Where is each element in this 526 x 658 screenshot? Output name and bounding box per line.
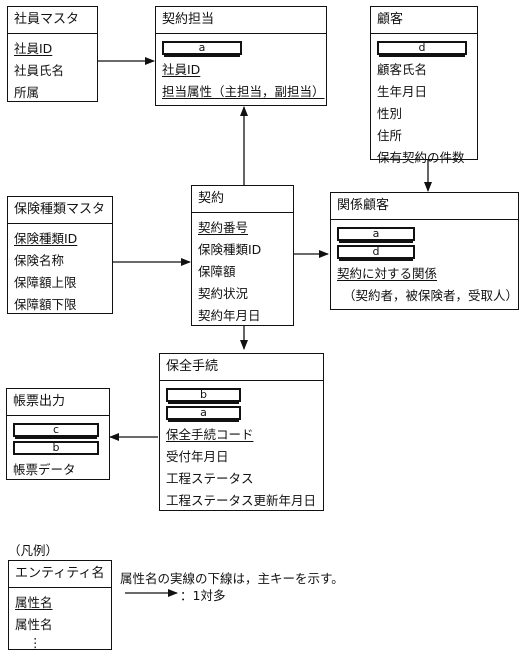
blank-slot-d: d [377,41,467,55]
legend-entity: エンティティ名 属性名 属性名 ⋮ [8,560,112,650]
attr-primary-key: 社員ID [162,62,201,77]
blank-slot-b: b [13,441,99,455]
attr: 保険種類ID [198,242,262,257]
entity-hoken-master: 保険種類マスタ 保険種類ID 保険名称 保障額上限 保障額下限 [7,196,113,314]
attr: 保障額 [198,264,236,279]
entity-title: 契約 [192,186,293,213]
attr: 契約年月日 [198,308,261,323]
entity-title: 社員マスタ [8,7,97,34]
entity-shain-master: 社員マスタ 社員ID 社員氏名 所属 [7,6,98,102]
entity-title: 関係顧客 [331,193,518,220]
attr: 保障額上限 [14,275,77,290]
blank-slot-d: d [337,245,415,259]
attr: 住所 [377,128,403,143]
entity-hozen-tetsuzuki: 保全手続 b a 保全手続コード 受付年月日 工程ステータス 工程ステータス更新… [159,353,324,511]
attr: 社員氏名 [14,63,65,78]
blank-slot-a: a [162,41,242,55]
blank-slot-a: a [337,227,415,241]
legend-attr-primary-key: 属性名 [15,595,53,610]
attr: 保障額下限 [14,297,77,312]
legend-note: 属性名の実線の下線は，主キーを示す。 [120,571,344,586]
attr-primary-key: 社員ID [14,41,53,56]
attr: 顧客氏名 [377,62,428,77]
entity-kankei-kokyaku: 関係顧客 a d 契約に対する関係 （契約者，被保険者，受取人） [330,192,519,310]
attr: 所属 [14,85,40,100]
attr-primary-key: 契約番号 [198,220,249,235]
blank-slot-b: b [166,388,241,402]
attr: 担当属性（主担当，副担当） [162,84,325,99]
attr: 工程ステータス [166,471,254,486]
attr: 契約状況 [198,286,249,301]
attr-primary-key: 保全手続コード [166,427,254,442]
attr: 生年月日 [377,84,428,99]
blank-slot-a: a [166,406,241,420]
attr: 工程ステータス更新年月日 [166,493,317,508]
entity-title: 顧客 [371,7,477,34]
attr-primary-key: 保険種類ID [14,231,78,246]
entity-title: 契約担当 [156,7,326,34]
blank-slot-c: c [13,423,99,437]
attr: （契約者，被保険者，受取人） [343,288,519,303]
legend-dots: ⋮ [29,635,42,650]
entity-keiyaku: 契約 契約番号 保険種類ID 保障額 契約状況 契約年月日 [191,185,294,326]
attr: 受付年月日 [166,449,229,464]
entity-title: 保険種類マスタ [8,197,112,224]
entity-title: 保全手続 [160,354,323,381]
entity-kokyaku: 顧客 d 顧客氏名 生年月日 性別 住所 保有契約の件数 [370,6,478,165]
legend-arrow-note: ：1対多 [180,588,226,603]
legend-caption: （凡例） [8,543,59,558]
attr: 保有契約の件数 [377,150,465,165]
entity-chohyo-shutsuryoku: 帳票出力 c b 帳票データ [6,388,110,480]
entity-keiyaku-tanto: 契約担当 a 社員ID 担当属性（主担当，副担当） [155,6,327,106]
attr: 契約に対する関係 [337,266,438,281]
entity-title: 帳票出力 [7,389,109,416]
attr: 帳票データ [13,462,76,477]
legend-attr: 属性名 [15,617,53,632]
attr: 性別 [377,106,403,121]
attr: 保険名称 [14,253,65,268]
legend-entity-name: エンティティ名 [9,561,111,588]
